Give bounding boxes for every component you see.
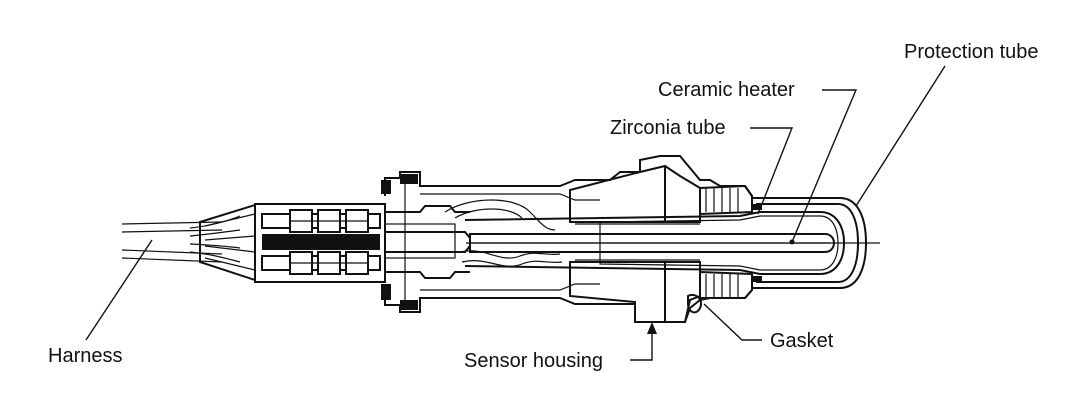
front-thread: [699, 184, 753, 299]
label-protection-tube: Protection tube: [904, 41, 1039, 63]
label-ceramic-heater: Ceramic heater: [658, 79, 795, 101]
label-sensor-housing: Sensor housing: [464, 350, 603, 372]
label-gasket: Gasket: [770, 330, 834, 352]
sensor-housing-body: [569, 164, 701, 323]
label-zirconia-tube: Zirconia tube: [610, 117, 726, 139]
gasket: [687, 294, 702, 314]
label-harness: Harness: [48, 345, 122, 367]
grommet-section: [254, 203, 386, 283]
harness-wires: [121, 203, 256, 282]
leader-lines: [85, 65, 946, 361]
